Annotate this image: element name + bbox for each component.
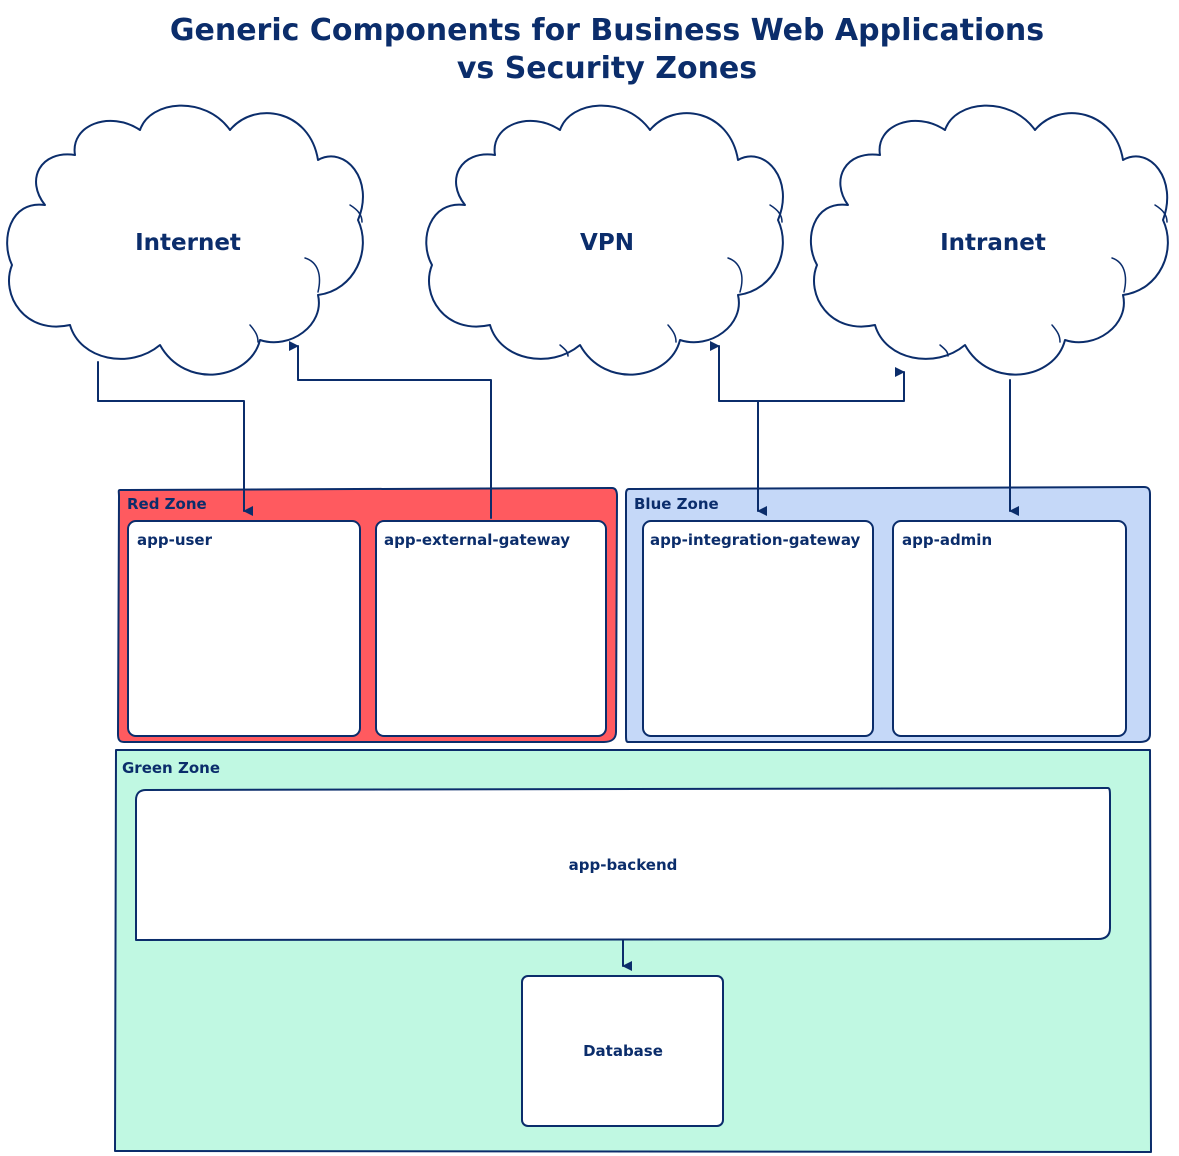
- diagram-title-line1: Generic Components for Business Web Appl…: [170, 13, 1044, 48]
- diagram-title-line2: vs Security Zones: [457, 51, 757, 86]
- connector-external-gateway-to-internet: [289, 341, 492, 519]
- cloud-vpn-label: VPN: [580, 230, 634, 256]
- connectors: [97, 341, 1019, 971]
- connector-integration-gateway-to-intranet: [757, 367, 905, 402]
- cloud-vpn-shape: [425, 104, 784, 376]
- app-user-label: app-user: [137, 531, 213, 549]
- green-zone-label: Green Zone: [122, 759, 220, 777]
- blue-zone: Blue Zone app-integration-gateway app-ad…: [625, 486, 1151, 743]
- app-admin-label: app-admin: [902, 531, 992, 549]
- connector-internet-to-app-user: [97, 361, 253, 516]
- app-backend-box[interactable]: [135, 787, 1111, 941]
- cloud-internet-label: Internet: [135, 230, 241, 256]
- app-integration-gateway-label: app-integration-gateway: [650, 531, 860, 549]
- green-zone: Green Zone app-backend Database: [114, 749, 1152, 1153]
- app-admin-box[interactable]: [892, 520, 1127, 737]
- cloud-vpn: VPN: [425, 104, 784, 376]
- app-user-box[interactable]: [127, 520, 361, 737]
- blue-zone-label: Blue Zone: [634, 495, 719, 513]
- cloud-internet: Internet: [6, 104, 364, 376]
- cloud-intranet-label: Intranet: [940, 230, 1046, 256]
- cloud-intranet-shape: [809, 104, 1169, 376]
- app-integration-gateway-box[interactable]: [642, 520, 874, 737]
- cloud-internet-shape: [6, 104, 364, 376]
- app-external-gateway-box[interactable]: [375, 520, 607, 737]
- connector-vpn-to-integration-gateway: [710, 341, 767, 516]
- red-zone-label: Red Zone: [127, 495, 207, 513]
- app-external-gateway-label: app-external-gateway: [384, 531, 570, 549]
- database-box[interactable]: [521, 975, 724, 1127]
- cloud-intranet: Intranet: [809, 104, 1169, 376]
- database-label: Database: [583, 1042, 663, 1060]
- app-backend-label: app-backend: [569, 856, 678, 874]
- red-zone: Red Zone app-user app-external-gateway: [117, 487, 618, 743]
